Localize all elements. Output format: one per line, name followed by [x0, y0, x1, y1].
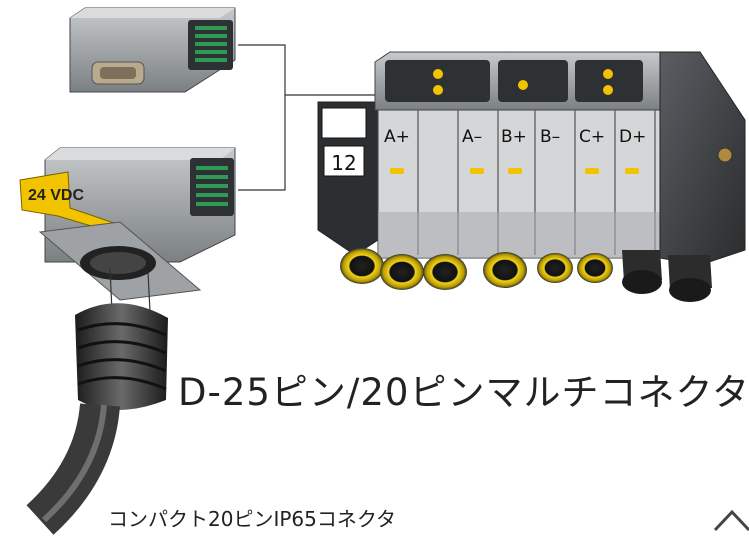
- port-label-b-plus: B+: [501, 127, 527, 147]
- sub-caption: コンパクト20ピンIP65コネクタ: [108, 507, 397, 531]
- port-label-c-plus: C+: [579, 127, 605, 147]
- port-label-d-plus: D+: [619, 127, 646, 147]
- ip65-cable: [26, 267, 168, 535]
- pneumatic-fittings: [340, 248, 712, 302]
- port-label-a-plus: A+: [384, 127, 410, 147]
- port-labels: A+ A– B+ B– C+ D+: [384, 127, 646, 147]
- d25-connector-module: [69, 7, 236, 93]
- valve-manifold: 12 A+ A– B+ B– C+: [317, 51, 746, 302]
- station-number-label: 12: [331, 151, 356, 175]
- port-label-b-minus: B–: [540, 127, 560, 147]
- main-caption: D-25ピン/20ピンマルチコネクタ: [178, 371, 749, 414]
- ip65-connector-module: 24 VDC: [19, 147, 236, 301]
- voltage-tag-label: 24 VDC: [28, 187, 84, 204]
- warning-icon: [713, 509, 749, 532]
- connector-lines: [238, 44, 375, 191]
- port-label-a-minus: A–: [462, 127, 482, 147]
